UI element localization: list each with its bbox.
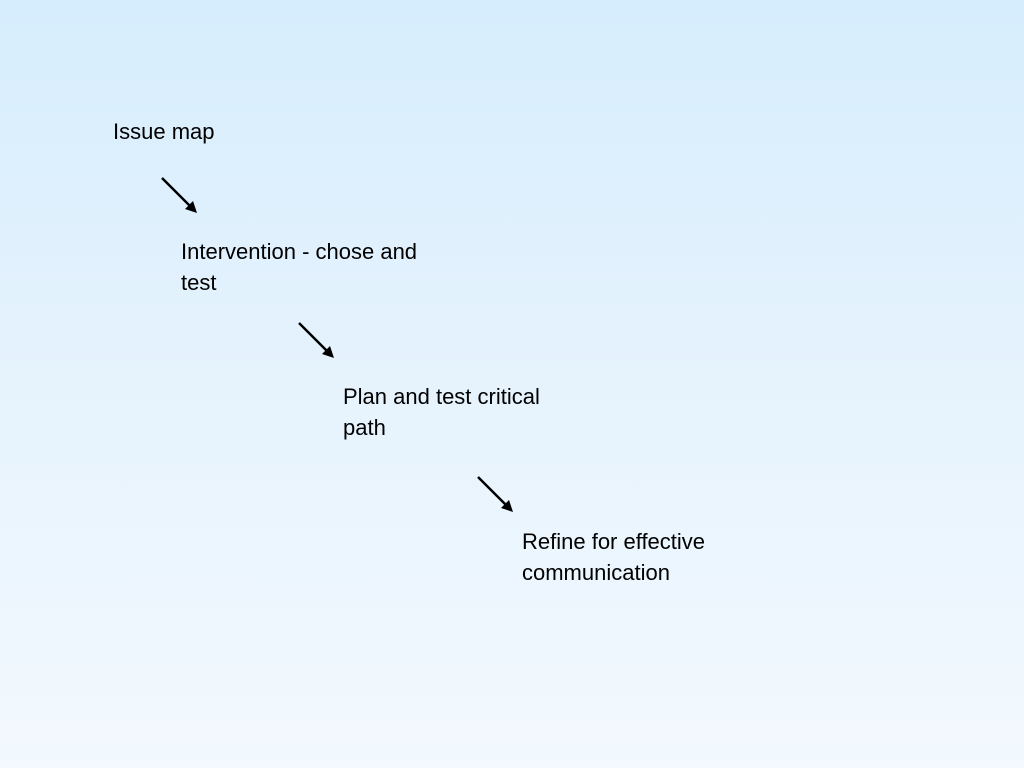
step-plan-critical-path: Plan and test critical path <box>343 384 540 440</box>
arrow-down-right-icon <box>298 322 334 358</box>
step-issue-map: Issue map <box>113 119 215 144</box>
arrow-down-right-icon <box>477 476 513 512</box>
arrow-down-right-icon <box>161 177 197 213</box>
step-intervention: Intervention - chose and test <box>181 239 418 295</box>
step-refine-communication: Refine for effective communication <box>522 529 706 585</box>
